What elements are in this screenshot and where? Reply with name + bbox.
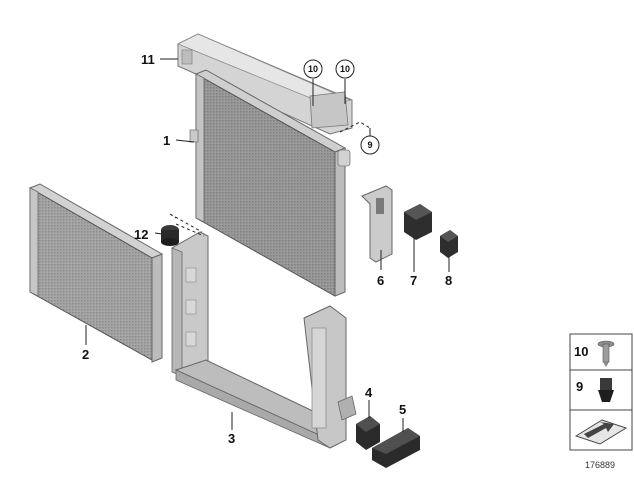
part-8-mount bbox=[440, 230, 458, 258]
callout-1: 1 bbox=[163, 133, 170, 148]
legend-panel: 10 9 bbox=[569, 333, 633, 451]
part-6-bracket bbox=[361, 185, 393, 263]
callout-11: 11 bbox=[141, 52, 155, 67]
callout-7: 7 bbox=[410, 273, 417, 288]
svg-text:10: 10 bbox=[308, 64, 318, 74]
part-2-condenser bbox=[28, 183, 164, 363]
part-1-radiator bbox=[189, 69, 351, 297]
reference-number: 176889 bbox=[585, 460, 615, 470]
callout-6: 6 bbox=[377, 273, 384, 288]
part-3-carrier-frame bbox=[171, 231, 357, 449]
callout-10-left: 10 bbox=[303, 59, 323, 79]
part-11-air-duct bbox=[177, 33, 353, 135]
callout-5: 5 bbox=[399, 402, 406, 417]
part-7-mount bbox=[404, 204, 432, 240]
screw-icon bbox=[597, 340, 615, 367]
svg-text:9: 9 bbox=[367, 140, 372, 150]
part-12-rubber-mount bbox=[161, 225, 179, 246]
callout-8: 8 bbox=[445, 273, 452, 288]
arrow-icon bbox=[574, 419, 628, 445]
part-4-mount bbox=[356, 416, 380, 450]
callout-4: 4 bbox=[365, 385, 373, 400]
callout-12: 12 bbox=[134, 227, 148, 242]
callout-2: 2 bbox=[82, 347, 89, 362]
leader-lines bbox=[85, 58, 450, 432]
svg-text:10: 10 bbox=[340, 64, 350, 74]
callout-9: 9 bbox=[360, 135, 380, 155]
callout-3: 3 bbox=[228, 431, 235, 446]
clip-nut-icon bbox=[598, 378, 614, 402]
callout-10-right: 10 bbox=[335, 59, 355, 79]
legend-item-10: 10 bbox=[574, 344, 588, 359]
legend-item-9: 9 bbox=[576, 379, 583, 394]
part-5-mount bbox=[372, 428, 420, 468]
